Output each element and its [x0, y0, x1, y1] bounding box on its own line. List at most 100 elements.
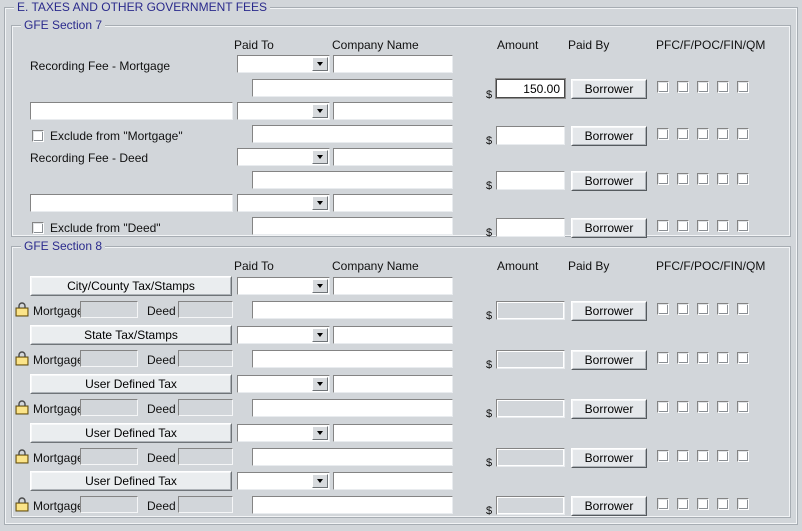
chevron-down-icon[interactable] [312, 57, 328, 71]
gfe8-row4-paid-by-button[interactable]: Borrower [571, 496, 647, 516]
gfe7-row0-paid-to-combo[interactable] [237, 55, 330, 73]
gfe7-row2-flag-qm[interactable] [737, 173, 749, 185]
gfe7-row2-description-input[interactable] [252, 171, 453, 189]
gfe7-row2-flag-pfc[interactable] [657, 173, 669, 185]
gfe7-row3-flag-f[interactable] [677, 220, 689, 232]
gfe8-row4-flag-fin[interactable] [717, 498, 729, 510]
gfe8-row0-company-name-input[interactable] [333, 277, 453, 295]
gfe8-row2-flag-poc[interactable] [697, 401, 709, 413]
gfe7-row2-amount-input[interactable] [496, 171, 565, 190]
gfe8-row4-flag-f[interactable] [677, 498, 689, 510]
gfe7-row2-paid-by-button[interactable]: Borrower [571, 171, 647, 191]
gfe8-row1-flag-f[interactable] [677, 352, 689, 364]
gfe7-row3-flag-qm[interactable] [737, 220, 749, 232]
gfe7-row0b-company-name-input[interactable] [333, 102, 453, 120]
chevron-down-icon[interactable] [312, 426, 328, 440]
gfe8-row2-flag-pfc[interactable] [657, 401, 669, 413]
gfe7-row3-description-input[interactable] [252, 217, 453, 235]
gfe7-row0-free-text-input[interactable] [30, 102, 233, 120]
gfe8-row3-paid-by-button[interactable]: Borrower [571, 448, 647, 468]
gfe8-row1-flag-qm[interactable] [737, 352, 749, 364]
gfe7-row3-amount-input[interactable] [496, 218, 565, 237]
gfe8-row4-paid-to-combo[interactable] [237, 472, 330, 490]
chevron-down-icon[interactable] [312, 150, 328, 164]
gfe8-row1-paid-to-combo[interactable] [237, 326, 330, 344]
gfe8-row2-description-input[interactable] [252, 399, 453, 417]
gfe7-row2-flag-poc[interactable] [697, 173, 709, 185]
gfe7-row0-flag-qm[interactable] [737, 81, 749, 93]
gfe8-row3-flag-qm[interactable] [737, 450, 749, 462]
gfe8-row2-paid-to-combo[interactable] [237, 375, 330, 393]
lock-icon[interactable] [15, 351, 29, 366]
gfe7-exclude-deed-checkbox[interactable] [32, 222, 44, 234]
gfe7-row3-flag-poc[interactable] [697, 220, 709, 232]
lock-icon[interactable] [15, 400, 29, 415]
gfe8-row2-company-name-input[interactable] [333, 375, 453, 393]
gfe7-row1-flag-poc[interactable] [697, 128, 709, 140]
gfe7-row2b-paid-to-combo[interactable] [237, 194, 330, 212]
gfe7-row1-description-input[interactable] [252, 125, 453, 143]
gfe7-row0-flag-pfc[interactable] [657, 81, 669, 93]
chevron-down-icon[interactable] [312, 104, 328, 118]
gfe8-row4-tax-type-button[interactable]: User Defined Tax [30, 471, 232, 491]
gfe7-row2-flag-fin[interactable] [717, 173, 729, 185]
gfe7-row3-flag-pfc[interactable] [657, 220, 669, 232]
gfe7-row1-flag-f[interactable] [677, 128, 689, 140]
gfe7-row1-flag-pfc[interactable] [657, 128, 669, 140]
gfe7-row1-paid-by-button[interactable]: Borrower [571, 126, 647, 146]
gfe8-row2-tax-type-button[interactable]: User Defined Tax [30, 374, 232, 394]
gfe7-row2b-company-name-input[interactable] [333, 194, 453, 212]
gfe8-row1-tax-type-button[interactable]: State Tax/Stamps [30, 325, 232, 345]
chevron-down-icon[interactable] [312, 279, 328, 293]
gfe8-row3-company-name-input[interactable] [333, 424, 453, 442]
chevron-down-icon[interactable] [312, 328, 328, 342]
gfe8-row3-tax-type-button[interactable]: User Defined Tax [30, 423, 232, 443]
gfe7-row0b-paid-to-combo[interactable] [237, 102, 330, 120]
gfe8-row0-description-input[interactable] [252, 301, 453, 319]
gfe8-row4-flag-poc[interactable] [697, 498, 709, 510]
gfe7-row1-flag-qm[interactable] [737, 128, 749, 140]
gfe7-row2-company-name-input[interactable] [333, 148, 453, 166]
chevron-down-icon[interactable] [312, 474, 328, 488]
gfe7-row0-flag-fin[interactable] [717, 81, 729, 93]
chevron-down-icon[interactable] [312, 377, 328, 391]
lock-icon[interactable] [15, 302, 29, 317]
gfe8-row4-flag-pfc[interactable] [657, 498, 669, 510]
gfe7-exclude-mortgage-checkbox[interactable] [32, 130, 44, 142]
gfe8-row1-description-input[interactable] [252, 350, 453, 368]
chevron-down-icon[interactable] [312, 196, 328, 210]
gfe7-row2-flag-f[interactable] [677, 173, 689, 185]
gfe8-row3-flag-poc[interactable] [697, 450, 709, 462]
gfe8-row0-flag-pfc[interactable] [657, 303, 669, 315]
gfe8-row1-flag-poc[interactable] [697, 352, 709, 364]
lock-icon[interactable] [15, 497, 29, 512]
gfe8-row2-flag-fin[interactable] [717, 401, 729, 413]
gfe7-row2-free-text-input[interactable] [30, 194, 233, 212]
gfe8-row2-flag-qm[interactable] [737, 401, 749, 413]
gfe8-row0-flag-fin[interactable] [717, 303, 729, 315]
gfe8-row0-flag-poc[interactable] [697, 303, 709, 315]
gfe8-row3-flag-pfc[interactable] [657, 450, 669, 462]
gfe7-row0-flag-poc[interactable] [697, 81, 709, 93]
gfe8-row3-description-input[interactable] [252, 448, 453, 466]
gfe7-row0-company-name-input[interactable] [333, 55, 453, 73]
gfe8-row4-company-name-input[interactable] [333, 472, 453, 490]
gfe7-row3-paid-by-button[interactable]: Borrower [571, 218, 647, 238]
gfe8-row2-flag-f[interactable] [677, 401, 689, 413]
gfe7-row0-description-input[interactable] [252, 79, 453, 97]
gfe8-row0-paid-to-combo[interactable] [237, 277, 330, 295]
gfe8-row1-company-name-input[interactable] [333, 326, 453, 344]
gfe8-row0-flag-qm[interactable] [737, 303, 749, 315]
gfe7-row0-flag-f[interactable] [677, 81, 689, 93]
gfe8-row1-paid-by-button[interactable]: Borrower [571, 350, 647, 370]
gfe7-row1-flag-fin[interactable] [717, 128, 729, 140]
gfe7-row2-paid-to-combo[interactable] [237, 148, 330, 166]
gfe8-row4-description-input[interactable] [252, 496, 453, 514]
gfe8-row3-flag-f[interactable] [677, 450, 689, 462]
gfe8-row0-flag-f[interactable] [677, 303, 689, 315]
gfe7-row1-amount-input[interactable] [496, 126, 565, 145]
gfe8-row3-flag-fin[interactable] [717, 450, 729, 462]
gfe8-row1-flag-fin[interactable] [717, 352, 729, 364]
lock-icon[interactable] [15, 449, 29, 464]
gfe8-row1-flag-pfc[interactable] [657, 352, 669, 364]
